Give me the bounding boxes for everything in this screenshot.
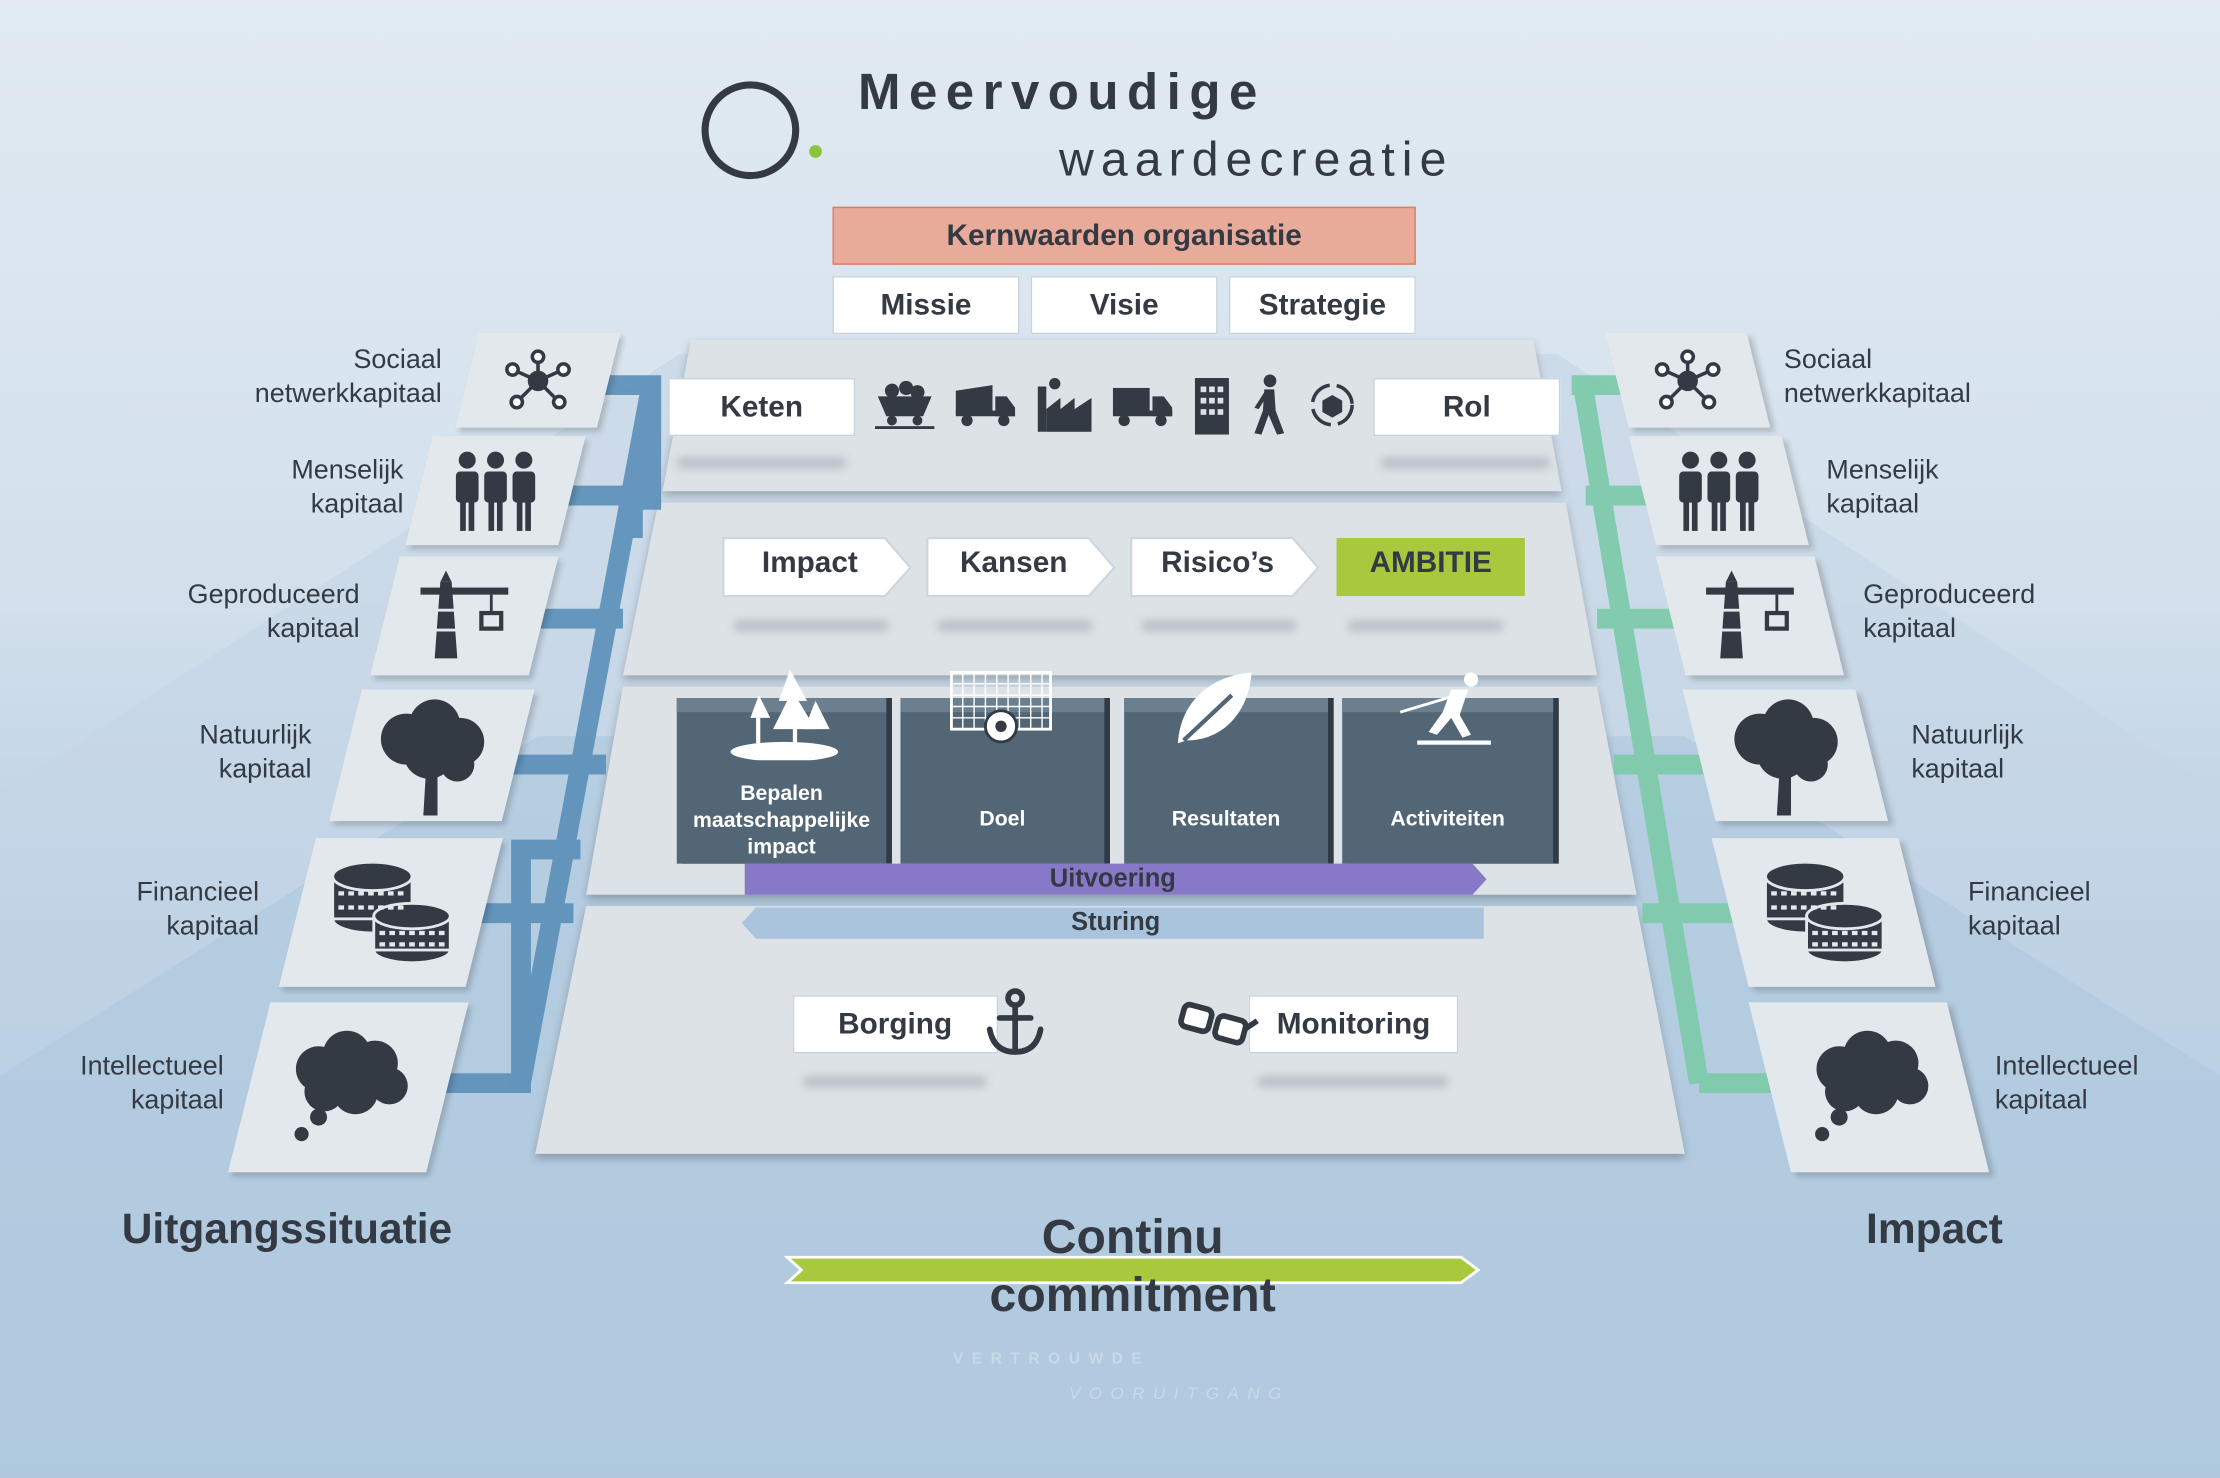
uitvoering-bar [744,863,1487,895]
uitvoering-label: Uitvoering [1049,863,1176,892]
capital-label-line1: Menselijk [1826,455,1939,485]
right-heading: Impact [1866,1206,2003,1254]
step-arrows [722,536,1525,598]
capital-label: Menselijk kapitaal [1826,454,1938,522]
cube-label: Doel [979,807,1026,832]
dump-truck-icon [955,382,1015,434]
capital-label-line2: netwerkkapitaal [1783,378,1971,409]
glasses-icon [1178,1001,1259,1046]
capital-label-line2: kapitaal [266,614,360,645]
capital-label-line1: Geproduceerd [1863,580,2036,611]
capital-label: Menselijk kapitaal [291,454,403,522]
commitment-arrow [783,1255,1481,1285]
visie-box: Visie [1030,276,1218,335]
capital-label-line1: Menselijk [291,455,404,485]
capital-label-line1: Sociaal [1783,344,1873,375]
crane-icon [385,556,544,675]
soccer-goal-icon [949,670,1054,754]
missie-box: Missie [832,276,1020,335]
keten-box: Keten [668,378,856,437]
step-risicos: Risico’s [1161,546,1275,580]
capital-label-line2: kapitaal [1967,911,2061,941]
cube-3: Resultaten [1124,672,1329,864]
capital-label: Financieel kapitaal [136,876,259,944]
borging-box: Borging [792,995,999,1054]
capital-label-line1: Geproduceerd [187,580,360,611]
capital-label-line1: Financieel [136,877,260,907]
capital-label-line1: Sociaal [353,344,442,375]
capital-label-line2: kapitaal [166,911,260,941]
sturing-label: Sturing [1071,907,1161,936]
network-icon [1617,333,1759,428]
commitment-line1: Continu [1041,1210,1224,1265]
network-icon [467,333,609,428]
title-line2: waardecreatie [1059,133,1454,187]
capital-label-line1: Natuurlijk [1911,719,2024,750]
coins-icon [297,838,484,987]
capital-label-line2: kapitaal [1911,753,2005,784]
capital-label-line1: Financieel [1967,877,2091,907]
building-icon [1193,374,1230,441]
factory-icon [1035,377,1093,438]
capital-label-line2: kapitaal [130,1085,224,1116]
logo-icon [701,81,822,180]
cube-1: Bepalen maatschappelijke impact [676,669,887,864]
left-heading: Uitgangssituatie [121,1206,453,1254]
anchor-icon [986,988,1044,1055]
commitment-line2: commitment [989,1268,1276,1323]
step-impact: Impact [761,546,858,580]
thought-cloud-icon [1770,1002,1968,1172]
cube-label: Bepalen maatschappelijke impact [692,781,871,860]
title-line1: Meervoudige [857,62,1266,121]
kernwaarden-box: Kernwaarden organisatie [832,206,1416,265]
thought-cloud-icon [249,1002,447,1172]
walking-person-icon [1251,373,1288,442]
people-icon [419,436,572,545]
chain-icons [874,373,1356,441]
step-kansen: Kansen [960,546,1068,580]
step-ambitie: AMBITIE [1369,546,1492,580]
capital-label-line2: kapitaal [1994,1085,2088,1116]
capital-label: Financieel kapitaal [1968,876,2091,944]
cube-label: Resultaten [1171,807,1281,832]
sturing-bar [741,907,1484,939]
skier-icon [1394,670,1493,759]
capital-label-line2: kapitaal [310,489,404,519]
capital-label-line1: Natuurlijk [199,719,312,750]
monitoring-box: Monitoring [1248,995,1459,1054]
rol-box: Rol [1373,378,1561,437]
cube-label: Activiteiten [1390,807,1505,832]
people-icon [1642,436,1795,545]
capital-label-line2: kapitaal [1863,614,1956,645]
capital-label-line2: kapitaal [1826,489,1920,519]
cube-2: Doel [900,671,1105,864]
crane-icon [1671,556,1830,675]
capital-label-line2: kapitaal [218,753,312,784]
tagline-line1: VERTROUWDE [952,1350,1151,1368]
tree-icon [1699,690,1872,822]
mine-cart-icon [874,379,935,437]
tree-icon [345,690,518,822]
recycle-box-icon [1308,380,1356,435]
strategie-box: Strategie [1228,276,1416,335]
cube-4: Activiteiten [1342,672,1554,864]
progress-bars [741,863,1487,939]
capital-label-line2: netwerkkapitaal [254,378,442,409]
leaf-icon [1172,670,1257,756]
capital-label-line1: Intellectueel [1994,1051,2139,1082]
truck-icon [1112,382,1173,434]
capital-label-line1: Intellectueel [80,1051,224,1082]
tagline-line2: VOORUITGANG [1068,1383,1290,1404]
coins-icon [1730,838,1917,987]
forest-icon [728,669,841,768]
